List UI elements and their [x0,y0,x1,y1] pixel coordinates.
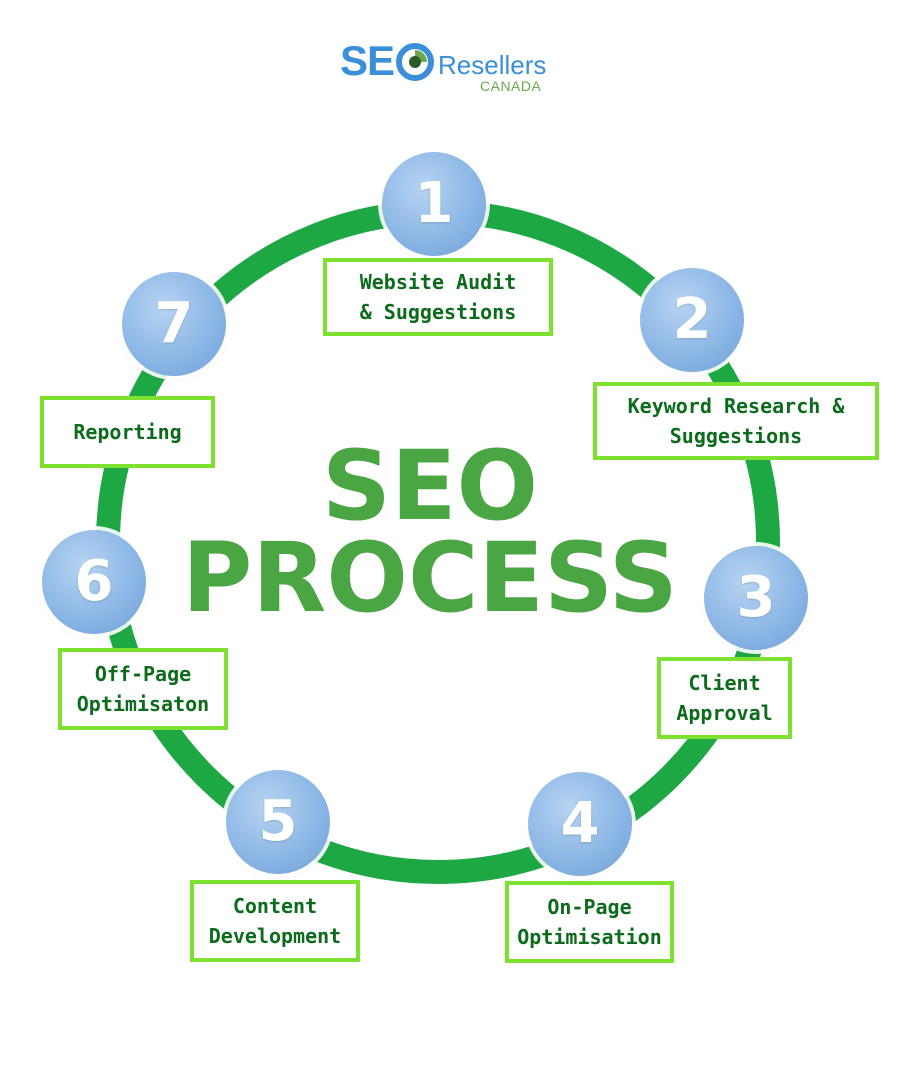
step-1-label: Website Audit & Suggestions [323,258,553,336]
step-2-label-line1: Keyword Research & [627,394,845,418]
logo-swirl-icon [396,43,434,81]
step-2-circle: 2 [640,268,744,372]
step-2-number: 2 [672,287,712,352]
step-5-label-line2: Development [208,924,342,948]
step-4-number: 4 [560,791,600,856]
logo: SE Resellers CANADA [340,38,570,98]
step-6-label-line1: Off-Page [94,662,192,686]
logo-country: CANADA [480,78,542,94]
logo-seo-text: SE [340,37,395,84]
step-4-label-line1: On-Page [547,895,632,919]
step-7-number: 7 [154,291,194,356]
step-5-number: 5 [258,789,298,854]
step-4-label-line2: Optimisation [517,925,662,949]
step-2-label: Keyword Research & Suggestions [593,382,879,460]
step-5-label-line1: Content [232,894,318,918]
step-3-label-line2: Approval [676,701,773,725]
step-1-number: 1 [414,171,454,236]
step-6-circle: 6 [42,530,146,634]
step-1-circle: 1 [382,152,486,256]
step-3-label-line1: Client [688,671,761,695]
step-6-label-line2: Optimisaton [76,692,210,716]
step-3-number: 3 [736,565,776,630]
step-3-circle: 3 [704,546,808,650]
title-process: PROCESS [182,522,678,634]
step-2-label-line2: Suggestions [669,424,803,448]
step-6-number: 6 [74,549,114,614]
step-4-circle: 4 [528,772,632,876]
step-7-circle: 7 [122,272,226,376]
step-5-circle: 5 [226,770,330,874]
step-1-label-line2: & Suggestions [359,300,517,324]
step-7-label-line1: Reporting [73,420,182,444]
title-seo: SEO [321,430,539,542]
step-7-label: Reporting [40,396,215,468]
logo-brand-name: Resellers [438,50,547,80]
step-1-label-line1: Website Audit [359,270,517,294]
